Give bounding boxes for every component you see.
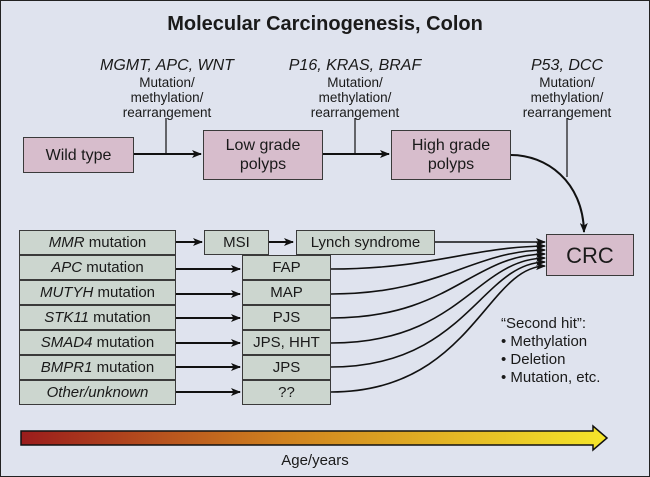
event-label-2: P16, KRAS, BRAF Mutation/ methylation/ r… — [277, 57, 433, 120]
gene-name: BMPR1 — [40, 359, 93, 376]
event-mechanism-line: methylation/ — [530, 90, 604, 105]
gene-name: Other/unknown — [46, 384, 149, 401]
stage-label-line: High grade — [411, 137, 491, 154]
mutation-suffix: mutation — [92, 334, 155, 351]
curve-unknown-to-crc — [330, 262, 546, 393]
second-hit-note: “Second hit”: • Methylation • Deletion •… — [501, 315, 600, 387]
mutation-box-mmr: MMR mutation — [19, 230, 176, 255]
curve-jps-to-crc — [330, 258, 546, 368]
crc-label: CRC — [566, 242, 614, 268]
mutation-suffix: mutation — [92, 359, 155, 376]
curve-pjs-to-crc — [330, 250, 546, 319]
gene-name: MMR — [48, 234, 85, 251]
arrow-highgrade-to-crc — [510, 154, 588, 233]
curve-map-to-crc — [330, 246, 546, 295]
syndrome-box-jps: JPS — [242, 355, 331, 380]
syndrome-label: JPS, HHT — [253, 334, 320, 351]
mutation-suffix: mutation — [84, 234, 147, 251]
syndrome-box-jps-hht: JPS, HHT — [242, 330, 331, 355]
lynch-syndrome-box: Lynch syndrome — [296, 230, 435, 255]
age-arrow — [20, 424, 609, 452]
event-label-3: P53, DCC Mutation/ methylation/ rearrang… — [489, 57, 645, 120]
stage-label-line: Low grade — [225, 137, 301, 154]
age-axis-label: Age/years — [281, 452, 349, 469]
event-mechanism-line: methylation/ — [318, 90, 392, 105]
stage-label-line: polyps — [427, 156, 475, 173]
event-genes: MGMT, APC, WNT — [100, 57, 234, 74]
mutation-box-other: Other/unknown — [19, 380, 176, 405]
event-mechanism-line: rearrangement — [122, 105, 212, 120]
mutation-suffix: mutation — [89, 309, 151, 326]
msi-box: MSI — [204, 230, 269, 255]
event-mechanism-line: rearrangement — [522, 105, 612, 120]
second-hit-item: • Mutation, etc. — [501, 369, 601, 386]
mutation-suffix: mutation — [82, 259, 144, 276]
mutation-box-mutyh: MUTYH mutation — [19, 280, 176, 305]
gene-name: SMAD4 — [40, 334, 93, 351]
event-genes: P16, KRAS, BRAF — [288, 57, 422, 74]
syndrome-label: Lynch syndrome — [310, 234, 421, 251]
stage-label-line: polyps — [239, 156, 287, 173]
syndrome-label: JPS — [272, 359, 301, 376]
gene-name: MUTYH — [39, 284, 94, 301]
curve-jpshht-to-crc — [330, 254, 546, 344]
event-mechanism-line: Mutation/ — [539, 75, 595, 90]
mutation-box-smad4: SMAD4 mutation — [19, 330, 176, 355]
event-label-1: MGMT, APC, WNT Mutation/ methylation/ re… — [89, 57, 245, 120]
stage-low-grade-polyps: Low grade polyps — [203, 130, 323, 180]
second-hit-heading: “Second hit”: — [501, 315, 587, 332]
syndrome-box-fap: FAP — [242, 255, 331, 280]
syndrome-label: MAP — [270, 284, 303, 301]
mutation-box-apc: APC mutation — [19, 255, 176, 280]
syndrome-box-map: MAP — [242, 280, 331, 305]
stage-label: Wild type — [45, 146, 112, 164]
curve-fap-to-crc — [330, 242, 546, 270]
mutation-box-stk11: STK11 mutation — [19, 305, 176, 330]
syndrome-box-unknown: ?? — [242, 380, 331, 405]
syndrome-label: PJS — [272, 309, 301, 326]
syndrome-label: ?? — [278, 384, 295, 401]
second-hit-item: • Deletion — [501, 351, 566, 368]
gene-name: STK11 — [44, 309, 90, 326]
diagram-title: Molecular Carcinogenesis, Colon — [167, 13, 483, 35]
syndrome-label: MSI — [223, 234, 250, 251]
mutation-suffix: mutation — [93, 284, 156, 301]
event-mechanism-line: Mutation/ — [139, 75, 195, 90]
event-mechanism-line: rearrangement — [310, 105, 400, 120]
second-hit-item: • Methylation — [501, 333, 588, 350]
stage-high-grade-polyps: High grade polyps — [391, 130, 511, 180]
syndrome-box-pjs: PJS — [242, 305, 331, 330]
event-mechanism-line: Mutation/ — [327, 75, 383, 90]
stage-wild-type: Wild type — [23, 137, 134, 173]
syndrome-label: FAP — [272, 259, 301, 276]
mutation-box-bmpr1: BMPR1 mutation — [19, 355, 176, 380]
crc-box: CRC — [546, 234, 634, 276]
event-mechanism-line: methylation/ — [130, 90, 204, 105]
gene-name: APC — [51, 259, 83, 276]
event-genes: P53, DCC — [530, 57, 604, 74]
